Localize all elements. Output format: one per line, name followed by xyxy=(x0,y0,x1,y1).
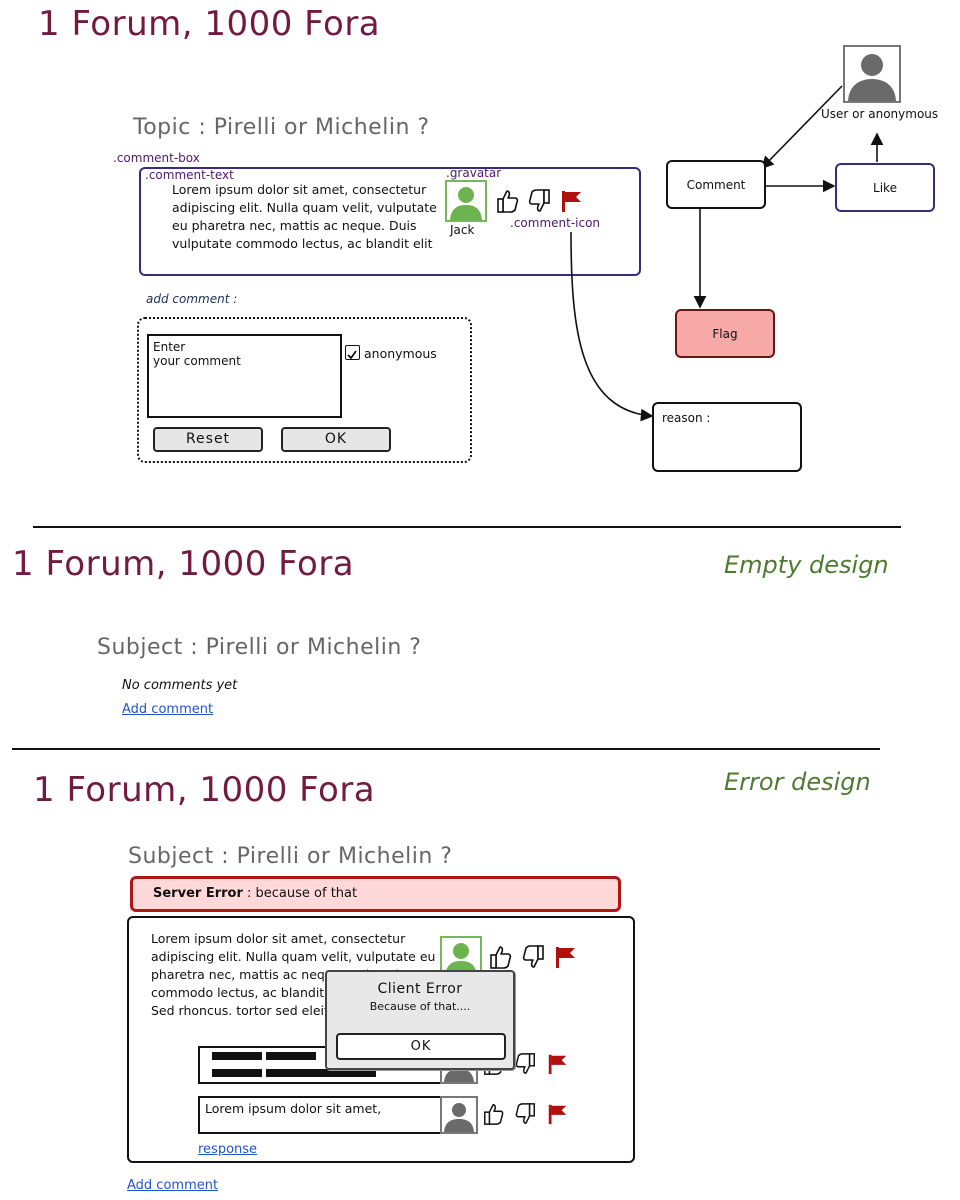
redacted-text-bar xyxy=(266,1052,316,1060)
comment-line: Lorem ipsum dolor sit amet, consectetur xyxy=(172,182,427,197)
reply-avatar xyxy=(440,1096,478,1134)
reply-text: Lorem ipsum dolor sit amet, xyxy=(205,1101,382,1116)
section-divider xyxy=(12,748,880,750)
add-comment-label: add comment : xyxy=(146,292,238,306)
textarea-placeholder-line: Enter xyxy=(153,340,186,354)
thumbs-up-icon[interactable] xyxy=(495,188,521,214)
dialog-title: Client Error xyxy=(377,981,463,997)
thumbs-down-icon[interactable] xyxy=(513,1102,537,1126)
server-error-message: : because of that xyxy=(242,886,358,901)
thumbs-up-icon[interactable] xyxy=(488,944,514,970)
ok-button[interactable]: OK xyxy=(281,427,391,452)
flag-icon[interactable] xyxy=(546,1052,570,1076)
flag-icon[interactable] xyxy=(559,188,585,214)
user-silhouette-icon xyxy=(450,187,482,220)
server-error-banner: Server Error : because of that xyxy=(130,876,621,912)
main-topic: Topic : Pirelli or Michelin ? xyxy=(133,115,430,140)
thumbs-down-icon[interactable] xyxy=(526,188,552,214)
thumbs-up-icon[interactable] xyxy=(482,1102,506,1126)
like-node-label: Like xyxy=(873,180,897,195)
comment-line: Lorem ipsum dolor sit amet, consectetur xyxy=(151,931,406,946)
reason-node: reason : xyxy=(652,402,802,472)
comment-line: eu pharetra nec, mattis ac neque. Duis xyxy=(172,218,417,233)
error-title: 1 Forum, 1000 Fora xyxy=(33,770,376,810)
dialog-ok-button[interactable]: OK xyxy=(336,1033,506,1060)
comment-textarea[interactable]: Enter your comment xyxy=(147,334,342,418)
thumbs-down-icon[interactable] xyxy=(520,944,546,970)
add-comment-form xyxy=(137,317,472,463)
anonymous-checkbox[interactable] xyxy=(345,345,360,360)
user-avatar xyxy=(843,45,901,103)
comment-line: adipiscing elit. Nulla quam velit, vulpu… xyxy=(151,949,436,964)
comment-box xyxy=(139,167,641,276)
textarea-placeholder-line: your comment xyxy=(153,354,241,368)
section-divider xyxy=(33,526,901,528)
reset-button[interactable]: Reset xyxy=(153,427,263,452)
reason-node-label: reason : xyxy=(662,411,711,425)
user-silhouette-icon xyxy=(848,54,896,101)
empty-design-tag: Empty design xyxy=(724,551,889,579)
comment-node-label: Comment xyxy=(686,177,746,192)
like-node: Like xyxy=(835,163,935,212)
label-comment-icon: .comment-icon xyxy=(510,216,601,230)
no-comments-text: No comments yet xyxy=(122,678,238,693)
comment-node: Comment xyxy=(666,160,766,209)
comment-line: vulputate commodo lectus, ac blandit eli… xyxy=(172,236,433,251)
label-comment-box: .comment-box xyxy=(113,151,200,165)
redacted-text-bar xyxy=(212,1069,262,1077)
redacted-text-bar xyxy=(266,1069,376,1077)
anonymous-label: anonymous xyxy=(364,346,437,361)
label-comment-text: .comment-text xyxy=(145,168,234,182)
add-comment-link[interactable]: Add comment xyxy=(122,702,214,717)
response-link[interactable]: response xyxy=(198,1142,258,1157)
error-subject: Subject : Pirelli or Michelin ? xyxy=(128,844,453,869)
empty-subject: Subject : Pirelli or Michelin ? xyxy=(97,635,422,660)
dialog-message: Because of that.... xyxy=(369,1000,471,1013)
label-gravatar: .gravatar xyxy=(446,166,502,180)
error-design-tag: Error design xyxy=(724,768,871,796)
interaction-diagram-connectors xyxy=(570,85,884,422)
checkmark-icon xyxy=(347,350,357,360)
flag-icon[interactable] xyxy=(553,944,579,970)
comment-line: Sed rhoncus. tortor sed eleifend xyxy=(151,1003,352,1018)
comment-line: adipiscing elit. Nulla quam velit, vulpu… xyxy=(172,200,437,215)
flag-icon[interactable] xyxy=(546,1102,570,1126)
server-error-title: Server Error xyxy=(153,886,243,901)
comment-author: Jack xyxy=(450,223,475,237)
user-silhouette-icon xyxy=(444,1103,474,1132)
flag-node-label: Flag xyxy=(712,326,738,341)
empty-title: 1 Forum, 1000 Fora xyxy=(12,544,355,584)
redacted-text-bar xyxy=(212,1052,262,1060)
reply-box: Lorem ipsum dolor sit amet, xyxy=(198,1096,448,1134)
add-comment-link[interactable]: Add comment xyxy=(127,1178,219,1193)
flag-node: Flag xyxy=(675,309,775,358)
gravatar-avatar xyxy=(445,180,487,222)
user-node-label: User or anonymous xyxy=(821,107,939,121)
client-error-dialog: Client Error Because of that.... OK xyxy=(325,970,515,1070)
main-title: 1 Forum, 1000 Fora xyxy=(38,4,381,44)
thumbs-down-icon[interactable] xyxy=(513,1052,537,1076)
comment-text: Lorem ipsum dolor sit amet, consectetur … xyxy=(172,181,444,253)
